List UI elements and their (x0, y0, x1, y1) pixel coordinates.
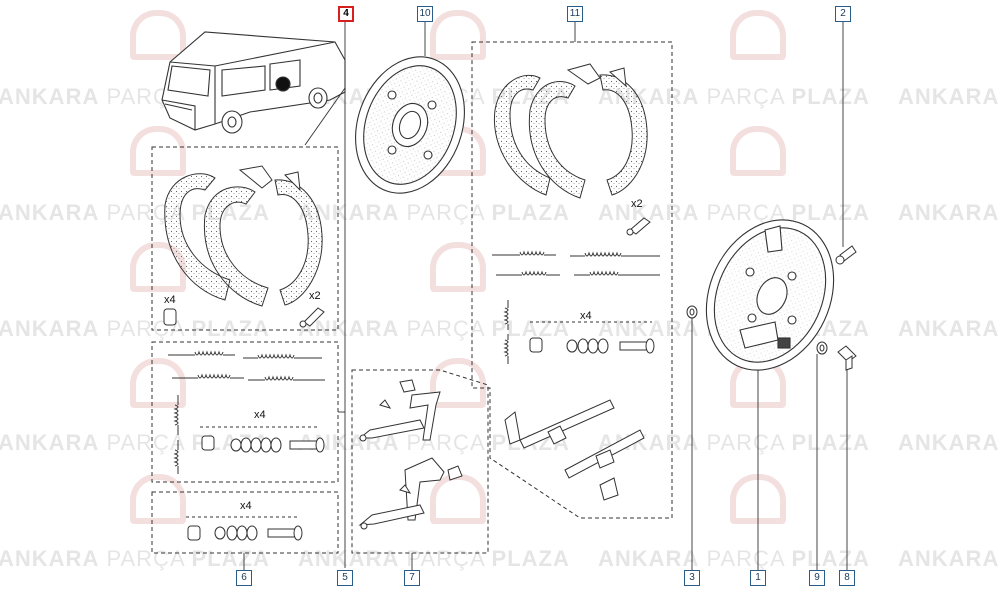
bleeder-bolt (835, 245, 857, 265)
backing-plate (705, 219, 835, 371)
watermark-logo-icon (430, 242, 486, 292)
leader-line-4 (304, 22, 346, 568)
watermark-part-1: ANKARA (0, 430, 100, 455)
qty-label: x2 (631, 198, 643, 210)
watermark-text: ANKARA PARÇA PLAZA (0, 546, 270, 572)
return-springs-kit-11 (492, 250, 660, 364)
watermark-part-3: PLAZA (791, 84, 870, 109)
watermark-logo-icon (730, 126, 786, 176)
watermark-part-2: PARÇA (706, 546, 785, 571)
watermark-part-1: ANKARA (898, 430, 1000, 455)
hold-down-kit-springs (201, 435, 325, 453)
adjuster-kit-11 (626, 217, 651, 236)
watermark-part-2: PARÇA (406, 430, 485, 455)
qty-label: x4 (240, 500, 252, 512)
callout-2[interactable]: 2 (835, 6, 851, 22)
watermark-text: ANKARA PARÇA PLAZA (898, 316, 1000, 342)
watermark-part-2: PARÇA (106, 546, 185, 571)
watermark-part-2: PARÇA (106, 430, 185, 455)
qty-label: x4 (580, 310, 592, 322)
van-illustration (161, 31, 346, 134)
watermark-text: ANKARA PARÇA PLAZA (0, 430, 270, 456)
nut-part-3 (686, 305, 698, 319)
qty-label: x4 (254, 409, 266, 421)
watermark-part-1: ANKARA (298, 546, 400, 571)
callout-4[interactable]: 4 (338, 6, 354, 22)
watermark-part-1: ANKARA (0, 200, 100, 225)
callout-9[interactable]: 9 (809, 570, 825, 586)
brake-shoes-kit-11 (493, 63, 648, 199)
qty-label: x2 (309, 290, 321, 302)
hold-down-kit-6 (187, 525, 303, 541)
brake-drum (355, 56, 465, 194)
watermark-part-2: PARÇA (406, 546, 485, 571)
watermark-part-3: PLAZA (191, 546, 270, 571)
bolt-part-8 (837, 345, 857, 371)
callout-3[interactable]: 3 (684, 570, 700, 586)
watermark-logo-icon (430, 358, 486, 408)
watermark-part-3: PLAZA (191, 316, 270, 341)
watermark-part-2: PARÇA (406, 200, 485, 225)
watermark-part-1: ANKARA (898, 316, 1000, 341)
watermark-text: ANKARA PARÇA PLAZA (298, 546, 570, 572)
watermark-text: ANKARA PARÇA PLAZA (898, 430, 1000, 456)
watermark-part-3: PLAZA (791, 546, 870, 571)
watermark-part-1: ANKARA (598, 546, 700, 571)
parking-brake-levers (358, 379, 463, 530)
qty-label: x4 (164, 294, 176, 306)
callout-11[interactable]: 11 (567, 6, 583, 22)
callout-5[interactable]: 5 (337, 570, 353, 586)
watermark-text: ANKARA PARÇA PLAZA (0, 200, 270, 226)
kit-11-box (471, 41, 673, 519)
watermark-part-1: ANKARA (0, 316, 100, 341)
kit-springs-box (151, 341, 339, 483)
watermark-part-3: PLAZA (491, 546, 570, 571)
watermark-logo-icon (130, 126, 186, 176)
watermark-part-1: ANKARA (598, 316, 700, 341)
callout-10[interactable]: 10 (417, 6, 433, 22)
kit-6-box (151, 491, 339, 554)
watermark-text: ANKARA PARÇA PLAZA (898, 546, 1000, 572)
watermark-text: ANKARA PARÇA PLAZA (298, 316, 570, 342)
watermark-logo-icon (730, 10, 786, 60)
return-springs-set-a (168, 350, 325, 474)
watermark-logo-icon (130, 358, 186, 408)
kit-4-box (151, 146, 339, 331)
watermark-part-3: PLAZA (491, 200, 570, 225)
watermark-part-2: PARÇA (406, 316, 485, 341)
watermark-text: ANKARA PARÇA PLAZA (598, 546, 870, 572)
watermark-part-1: ANKARA (898, 546, 1000, 571)
watermark-part-1: ANKARA (898, 200, 1000, 225)
watermark-text: ANKARA PARÇA PLAZA (0, 316, 270, 342)
callout-8[interactable]: 8 (839, 570, 855, 586)
watermark-part-2: PARÇA (706, 84, 785, 109)
watermark-part-3: PLAZA (791, 430, 870, 455)
callout-6[interactable]: 6 (236, 570, 252, 586)
watermark-part-3: PLAZA (791, 200, 870, 225)
watermark-logo-icon (430, 10, 486, 60)
watermark-part-1: ANKARA (898, 84, 1000, 109)
watermark-part-1: ANKARA (0, 546, 100, 571)
watermark-text: ANKARA PARÇA PLAZA (898, 84, 1000, 110)
watermark-part-2: PARÇA (706, 430, 785, 455)
callout-1[interactable]: 1 (750, 570, 766, 586)
watermark-text: ANKARA PARÇA PLAZA (898, 200, 1000, 226)
watermark-logo-icon (130, 10, 186, 60)
callout-7[interactable]: 7 (404, 570, 420, 586)
washer-part-9 (816, 341, 828, 355)
watermark-logo-icon (130, 474, 186, 524)
brake-shoes-kit-4 (164, 165, 323, 307)
watermark-part-1: ANKARA (0, 84, 100, 109)
adjuster-struts-kit-11 (504, 399, 645, 501)
kit-7-box (351, 369, 489, 554)
hold-down-kit-11 (529, 337, 655, 354)
adjuster-nuts-kit-4 (163, 307, 325, 328)
